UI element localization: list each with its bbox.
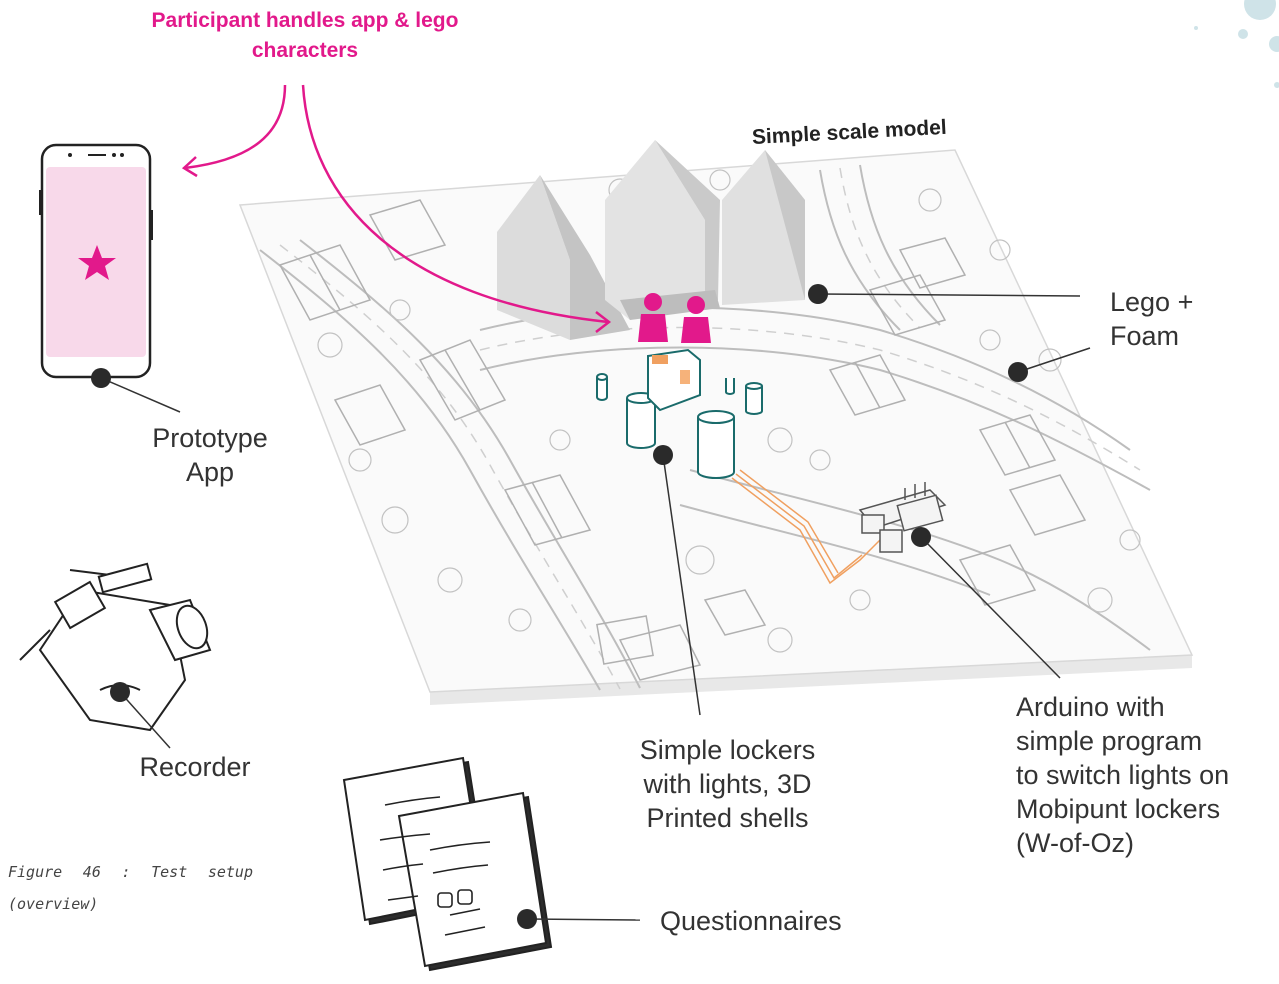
wires [731, 469, 881, 585]
decorative-dots [1194, 0, 1279, 88]
anchor-dots [91, 284, 1028, 929]
arduino-board [858, 482, 947, 553]
recorder-label: Recorder [139, 752, 251, 782]
arduino-line-1: Arduino with [1016, 692, 1165, 722]
lockers-label: Simple lockers with lights, 3D Printed s… [600, 733, 855, 835]
arduino-line-4: Mobipunt lockers [1016, 794, 1221, 824]
star-icon [78, 245, 116, 280]
figure-caption: Figure 46 : Test setup (overview) [8, 863, 253, 913]
lockers-line-2: with lights, 3D [643, 769, 812, 799]
prototype-app-line-2: App [185, 457, 235, 487]
video-camera-icon [19, 562, 212, 732]
lockers-line-3: Printed shells [646, 803, 809, 833]
participant-label: Participant handles app & lego character… [151, 9, 459, 62]
lego-foam-label: Lego + Foam [1110, 285, 1193, 353]
locker-shells [596, 348, 763, 479]
lego-foam-line-1: Lego + [1110, 287, 1194, 317]
prototype-app-label: Prototype App [120, 421, 300, 489]
arduino-line-5: (W-of-Oz) [1016, 828, 1134, 858]
lockers-line-1: Simple lockers [639, 735, 816, 765]
lego-figure-icon [638, 293, 711, 343]
arduino-label: Arduino with simple program to switch li… [1016, 690, 1229, 860]
participant-arrows [181, 84, 612, 333]
prototype-app-line-1: Prototype [152, 423, 268, 453]
document-icon [342, 756, 553, 972]
arduino-line-3: to switch lights on [1016, 760, 1230, 790]
arduino-line-2: simple program [1016, 726, 1203, 756]
leader-lines [100, 293, 1091, 921]
lego-foam-line-2: Foam [1110, 321, 1180, 351]
questionnaires-label: Questionnaires [660, 906, 842, 936]
